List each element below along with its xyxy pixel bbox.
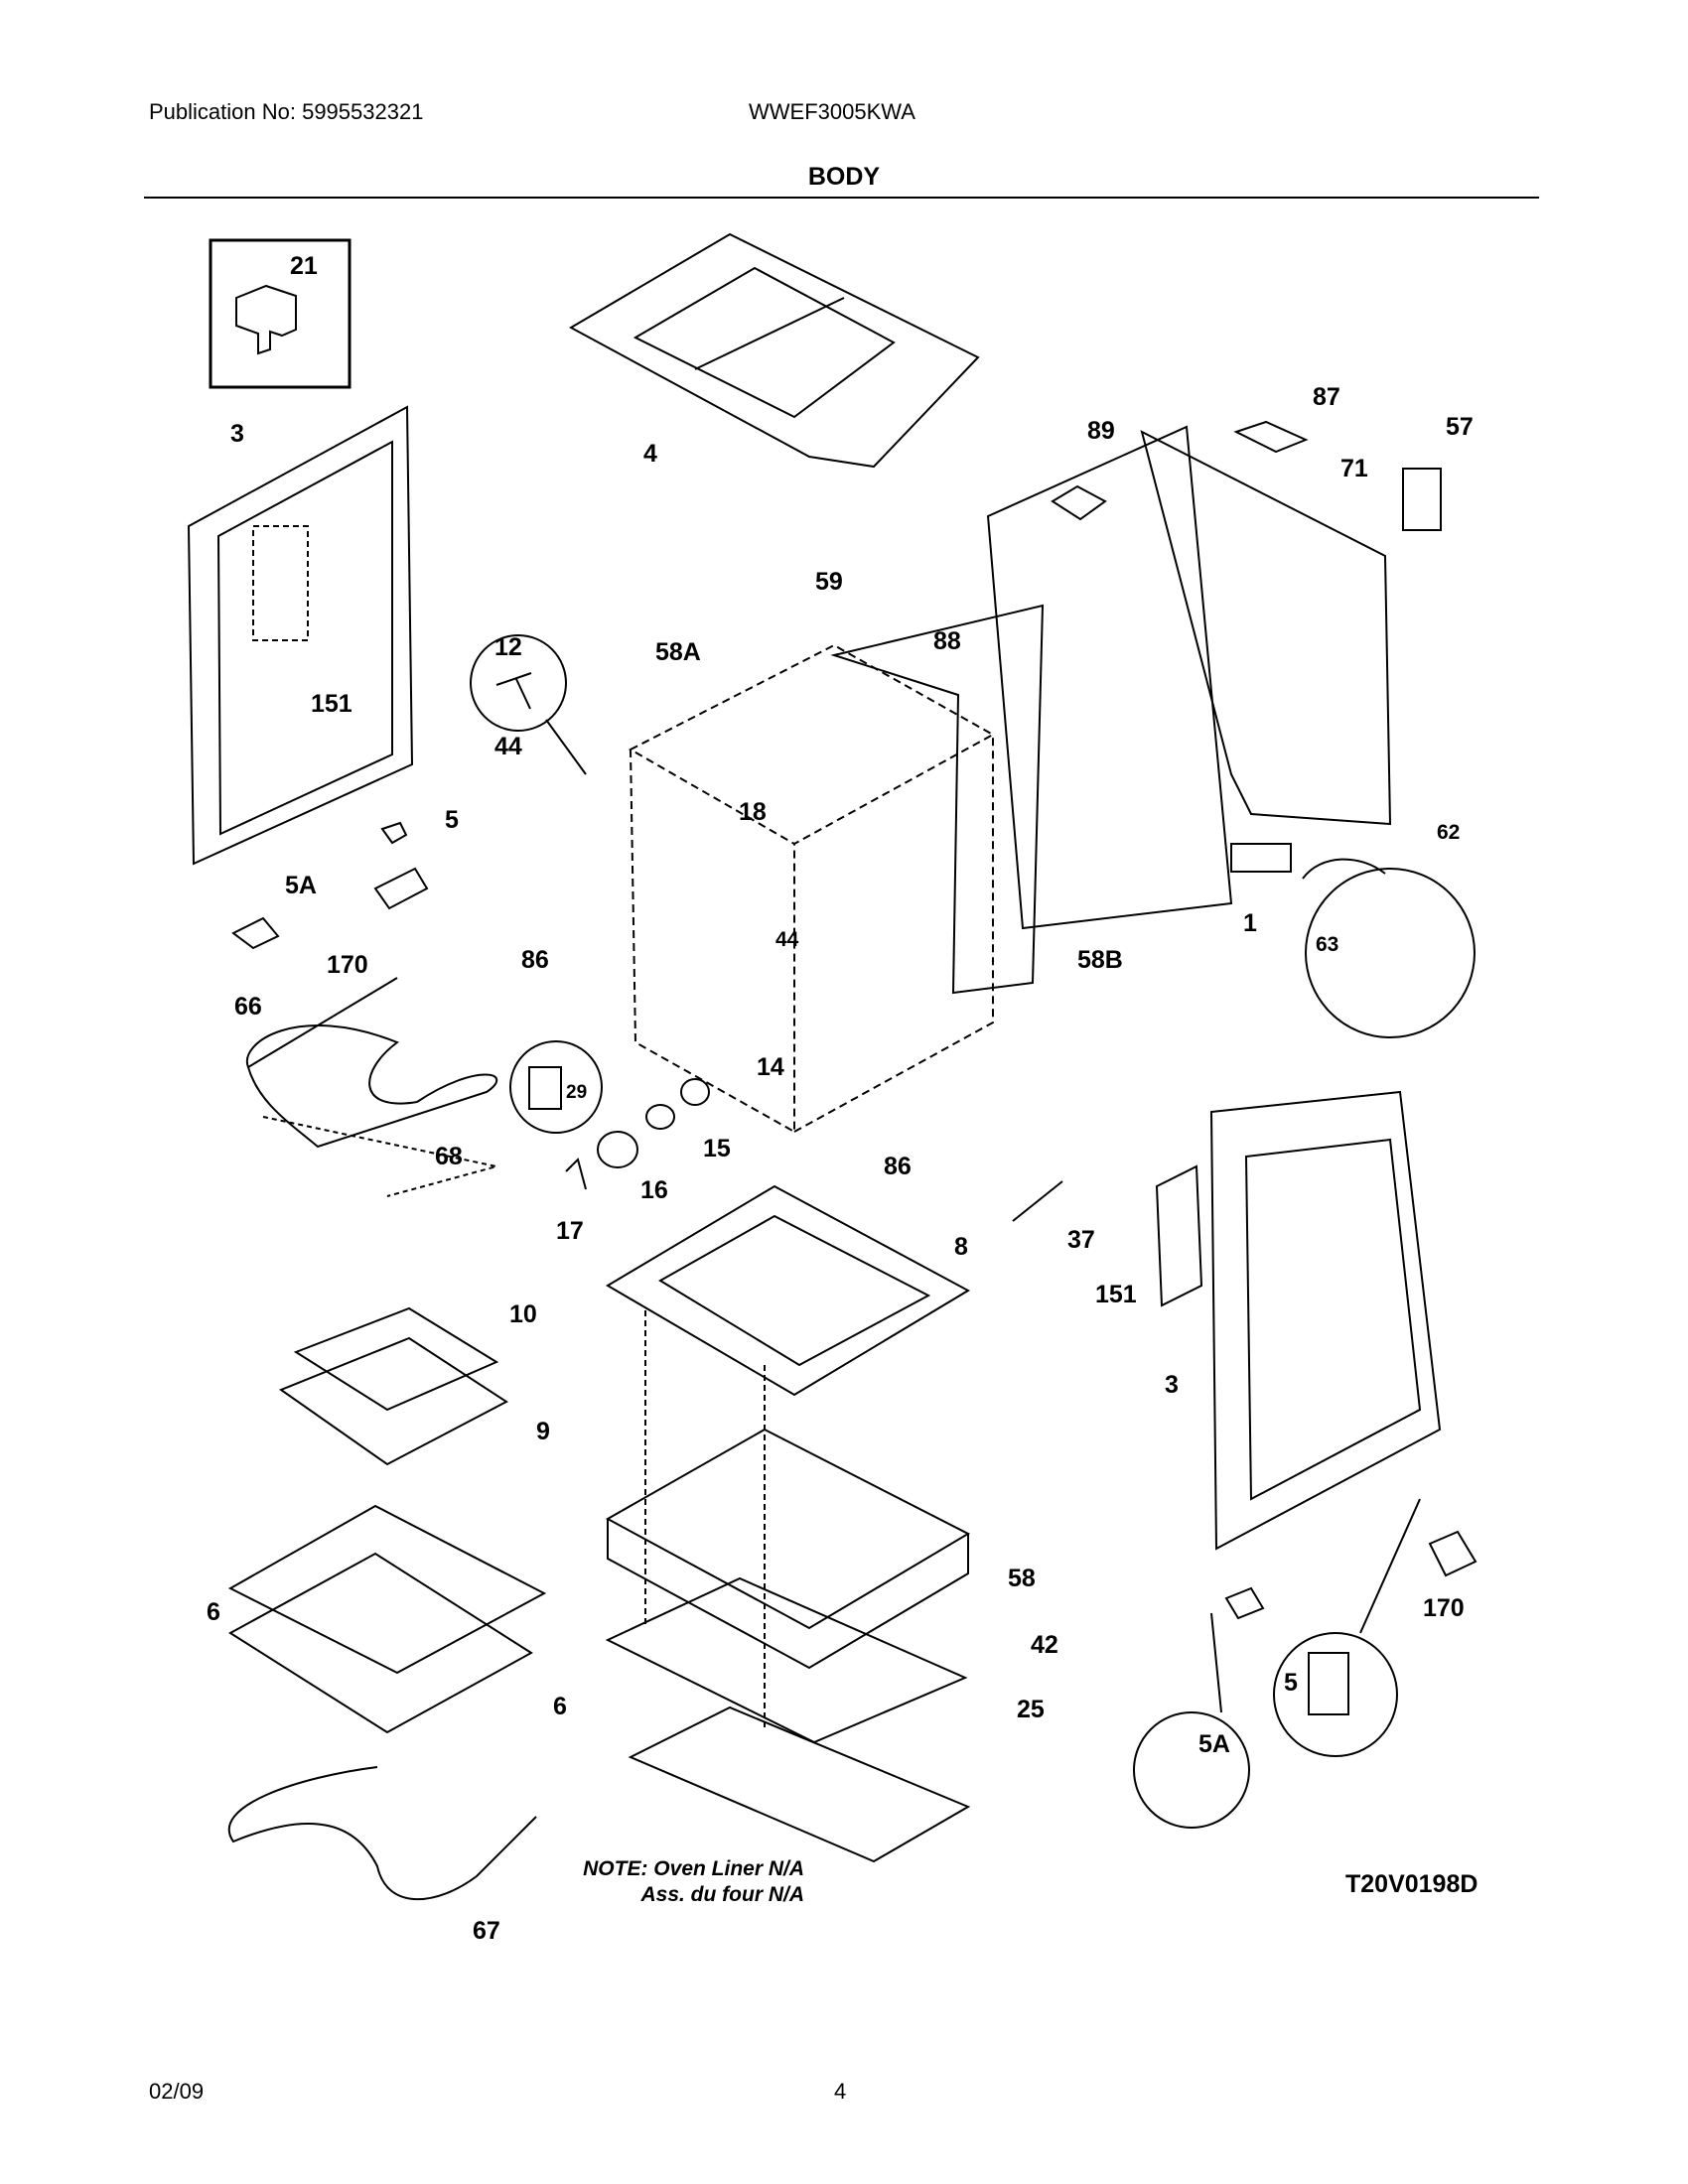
label-14: 14 — [757, 1053, 784, 1081]
part-4-top-panel — [568, 232, 980, 469]
part-8-oven-bottom — [606, 1184, 971, 1397]
label-170: 170 — [327, 951, 368, 979]
part-170-bracket — [373, 867, 429, 910]
part-5A-bracket — [231, 916, 280, 950]
label-3-right: 3 — [1165, 1371, 1179, 1399]
label-1: 1 — [1243, 909, 1257, 937]
part-5-leveler — [380, 821, 408, 845]
label-18: 18 — [739, 798, 767, 826]
label-86-right: 86 — [884, 1153, 912, 1180]
label-17: 17 — [556, 1217, 584, 1245]
label-44-upper: 44 — [494, 733, 522, 760]
label-9: 9 — [536, 1418, 550, 1445]
label-29: 29 — [566, 1082, 587, 1103]
label-42: 42 — [1031, 1631, 1058, 1659]
label-62: 62 — [1437, 821, 1460, 844]
label-59: 59 — [815, 568, 843, 596]
drawing-id: T20V0198D — [1345, 1870, 1478, 1898]
label-5A: 5A — [285, 872, 317, 899]
label-44-lower: 44 — [775, 928, 799, 951]
label-16: 16 — [640, 1176, 668, 1204]
label-8: 8 — [954, 1233, 968, 1261]
label-57: 57 — [1446, 413, 1474, 441]
part-151-insulation — [1155, 1164, 1203, 1307]
label-87: 87 — [1313, 383, 1340, 411]
label-68: 68 — [435, 1143, 463, 1170]
label-21: 21 — [290, 252, 318, 280]
model-number: WWEF3005KWA — [749, 99, 915, 124]
part-58A-oven-cavity — [628, 643, 996, 846]
part-10-broil-grid — [293, 1306, 499, 1412]
label-6-lower: 6 — [553, 1693, 567, 1720]
part-6-oven-rack-upper — [227, 1504, 547, 1675]
label-63: 63 — [1316, 933, 1338, 956]
part-15-lamp-bulb — [645, 1104, 675, 1130]
part-3-right-side-panel — [1209, 1090, 1442, 1551]
part-5-detail-circle — [1273, 1632, 1398, 1757]
part-89-bracket — [1051, 484, 1107, 521]
label-151: 151 — [311, 690, 352, 718]
part-5A-bracket-right — [1224, 1586, 1265, 1620]
label-151-right: 151 — [1095, 1281, 1137, 1308]
label-71: 71 — [1340, 455, 1368, 482]
label-6-upper: 6 — [207, 1598, 220, 1626]
part-12-detail-circle — [470, 634, 567, 732]
page-number: 4 — [834, 2079, 847, 2104]
part-21-inset-box — [209, 238, 352, 389]
label-5A-detail: 5A — [1198, 1730, 1230, 1758]
part-21-bracket — [235, 284, 297, 355]
label-25: 25 — [1017, 1696, 1045, 1723]
note-oven-liner-fr: Ass. du four N/A — [640, 1883, 804, 1906]
label-4: 4 — [643, 440, 657, 468]
label-3: 3 — [230, 420, 244, 448]
note-oven-liner-en: NOTE: Oven Liner N/A — [583, 1857, 804, 1880]
footer-date: 02/09 — [149, 2079, 205, 2104]
label-88: 88 — [933, 627, 961, 655]
label-15: 15 — [703, 1135, 731, 1162]
label-58A: 58A — [655, 638, 701, 666]
part-58-insulation-block — [605, 1428, 971, 1630]
part-58B-insulation-wrap — [830, 604, 1045, 995]
part-16-lamp-cover — [597, 1131, 638, 1168]
part-14-lamp-socket — [680, 1078, 710, 1106]
part-9-broil-pan — [278, 1336, 508, 1466]
label-58: 58 — [1008, 1565, 1036, 1592]
part-25-bottom-panel — [628, 1706, 971, 1863]
section-title: BODY — [807, 163, 881, 191]
part-29-detail-circle — [509, 1040, 603, 1134]
part-57-cover — [1402, 468, 1442, 531]
header-rule — [144, 197, 1539, 199]
part-37-sensor — [1012, 1180, 1063, 1222]
part-170-bracket-right — [1428, 1530, 1477, 1577]
part-71-rear-cover — [1140, 430, 1392, 826]
part-87-shield — [1233, 420, 1309, 454]
part-17-clip — [565, 1158, 587, 1190]
label-37: 37 — [1067, 1226, 1095, 1254]
part-67-bake-element — [227, 1766, 537, 1901]
label-5-detail: 5 — [1284, 1669, 1298, 1697]
part-42-bottom-shield — [605, 1576, 968, 1744]
part-callout-labels: 21 3 151 4 89 87 57 71 59 88 12 58A 44 1… — [207, 252, 1474, 1945]
part-6-oven-rack-lower — [228, 1552, 533, 1734]
label-66: 66 — [234, 993, 262, 1021]
label-170-right: 170 — [1423, 1594, 1465, 1622]
publication-number: Publication No: 5995532321 — [149, 99, 424, 124]
label-12: 12 — [494, 633, 522, 661]
label-5: 5 — [445, 806, 459, 834]
label-58B: 58B — [1077, 946, 1123, 974]
label-86-left: 86 — [521, 946, 549, 974]
label-67: 67 — [473, 1917, 500, 1945]
part-5A-detail-circle — [1133, 1711, 1250, 1829]
part-66-broil-element — [245, 1024, 498, 1149]
part-62-detail-circle — [1305, 868, 1476, 1038]
part-68-shield — [262, 1116, 497, 1197]
part-3-left-side-panel — [187, 405, 414, 866]
label-89: 89 — [1087, 417, 1115, 445]
part-1-back-panel — [986, 425, 1233, 930]
label-10: 10 — [509, 1300, 537, 1328]
